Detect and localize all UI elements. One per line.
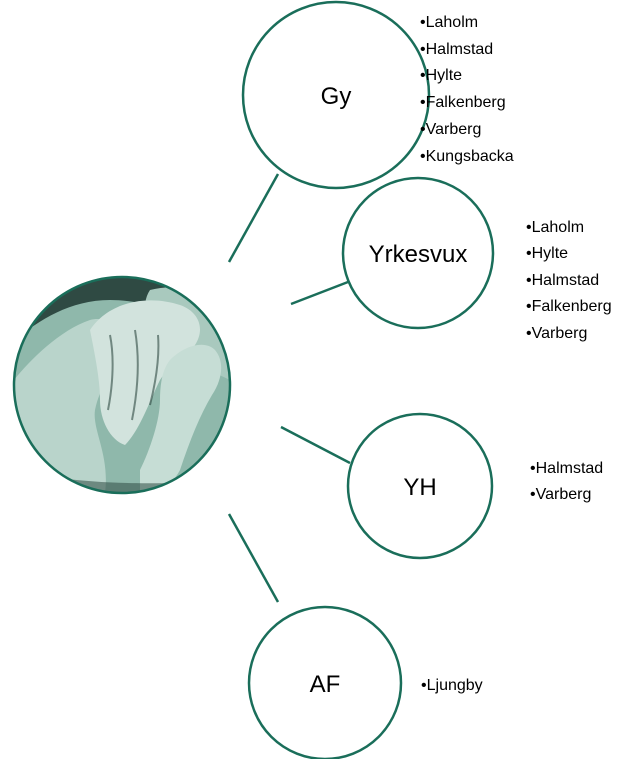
node-af-circle xyxy=(247,605,403,759)
connector-af xyxy=(227,513,280,603)
node-yh-label: YH xyxy=(403,474,436,501)
node-yrkesvux-circle xyxy=(341,176,495,330)
center-circle-outline xyxy=(12,275,232,495)
connector-gy xyxy=(227,173,280,263)
node-gy-list: •Laholm •Halmstad •Hylte •Falkenberg •Va… xyxy=(420,14,514,165)
node-gy-label: Gy xyxy=(321,83,352,110)
list-item: •Varberg xyxy=(530,486,591,503)
node-af-label: AF xyxy=(310,671,341,698)
list-item: •Hylte xyxy=(526,245,568,262)
list-item: •Hylte xyxy=(420,67,462,84)
list-item: •Halmstad xyxy=(530,460,603,477)
list-item: •Kungsbacka xyxy=(420,148,514,165)
list-item: •Falkenberg xyxy=(420,94,506,111)
list-item: •Ljungby xyxy=(421,677,483,694)
node-yh-circle xyxy=(346,412,494,560)
center-photo xyxy=(12,275,232,495)
connector-yh xyxy=(280,425,351,465)
connectors xyxy=(227,173,351,603)
list-item: •Varberg xyxy=(526,325,587,342)
list-item: •Laholm xyxy=(526,219,584,236)
list-item: •Laholm xyxy=(420,14,478,31)
list-item: •Falkenberg xyxy=(526,298,612,315)
list-item: •Halmstad xyxy=(420,41,493,58)
node-yh: YH •Halmstad •Varberg xyxy=(346,412,603,560)
node-gy-circle xyxy=(241,0,431,190)
node-yrkesvux-label: Yrkesvux xyxy=(369,241,468,268)
node-yrkesvux: Yrkesvux •Laholm •Hylte •Halmstad •Falke… xyxy=(341,176,612,342)
list-item: •Halmstad xyxy=(526,272,599,289)
node-af-list: •Ljungby xyxy=(421,677,483,694)
connector-yrkesvux xyxy=(290,280,349,306)
node-gy: Gy •Laholm •Halmstad •Hylte •Falkenberg … xyxy=(241,0,514,190)
list-item: •Varberg xyxy=(420,121,481,138)
node-yrkesvux-list: •Laholm •Hylte •Halmstad •Falkenberg •Va… xyxy=(526,219,612,342)
node-af: AF •Ljungby xyxy=(247,605,483,759)
node-yh-list: •Halmstad •Varberg xyxy=(530,460,603,503)
